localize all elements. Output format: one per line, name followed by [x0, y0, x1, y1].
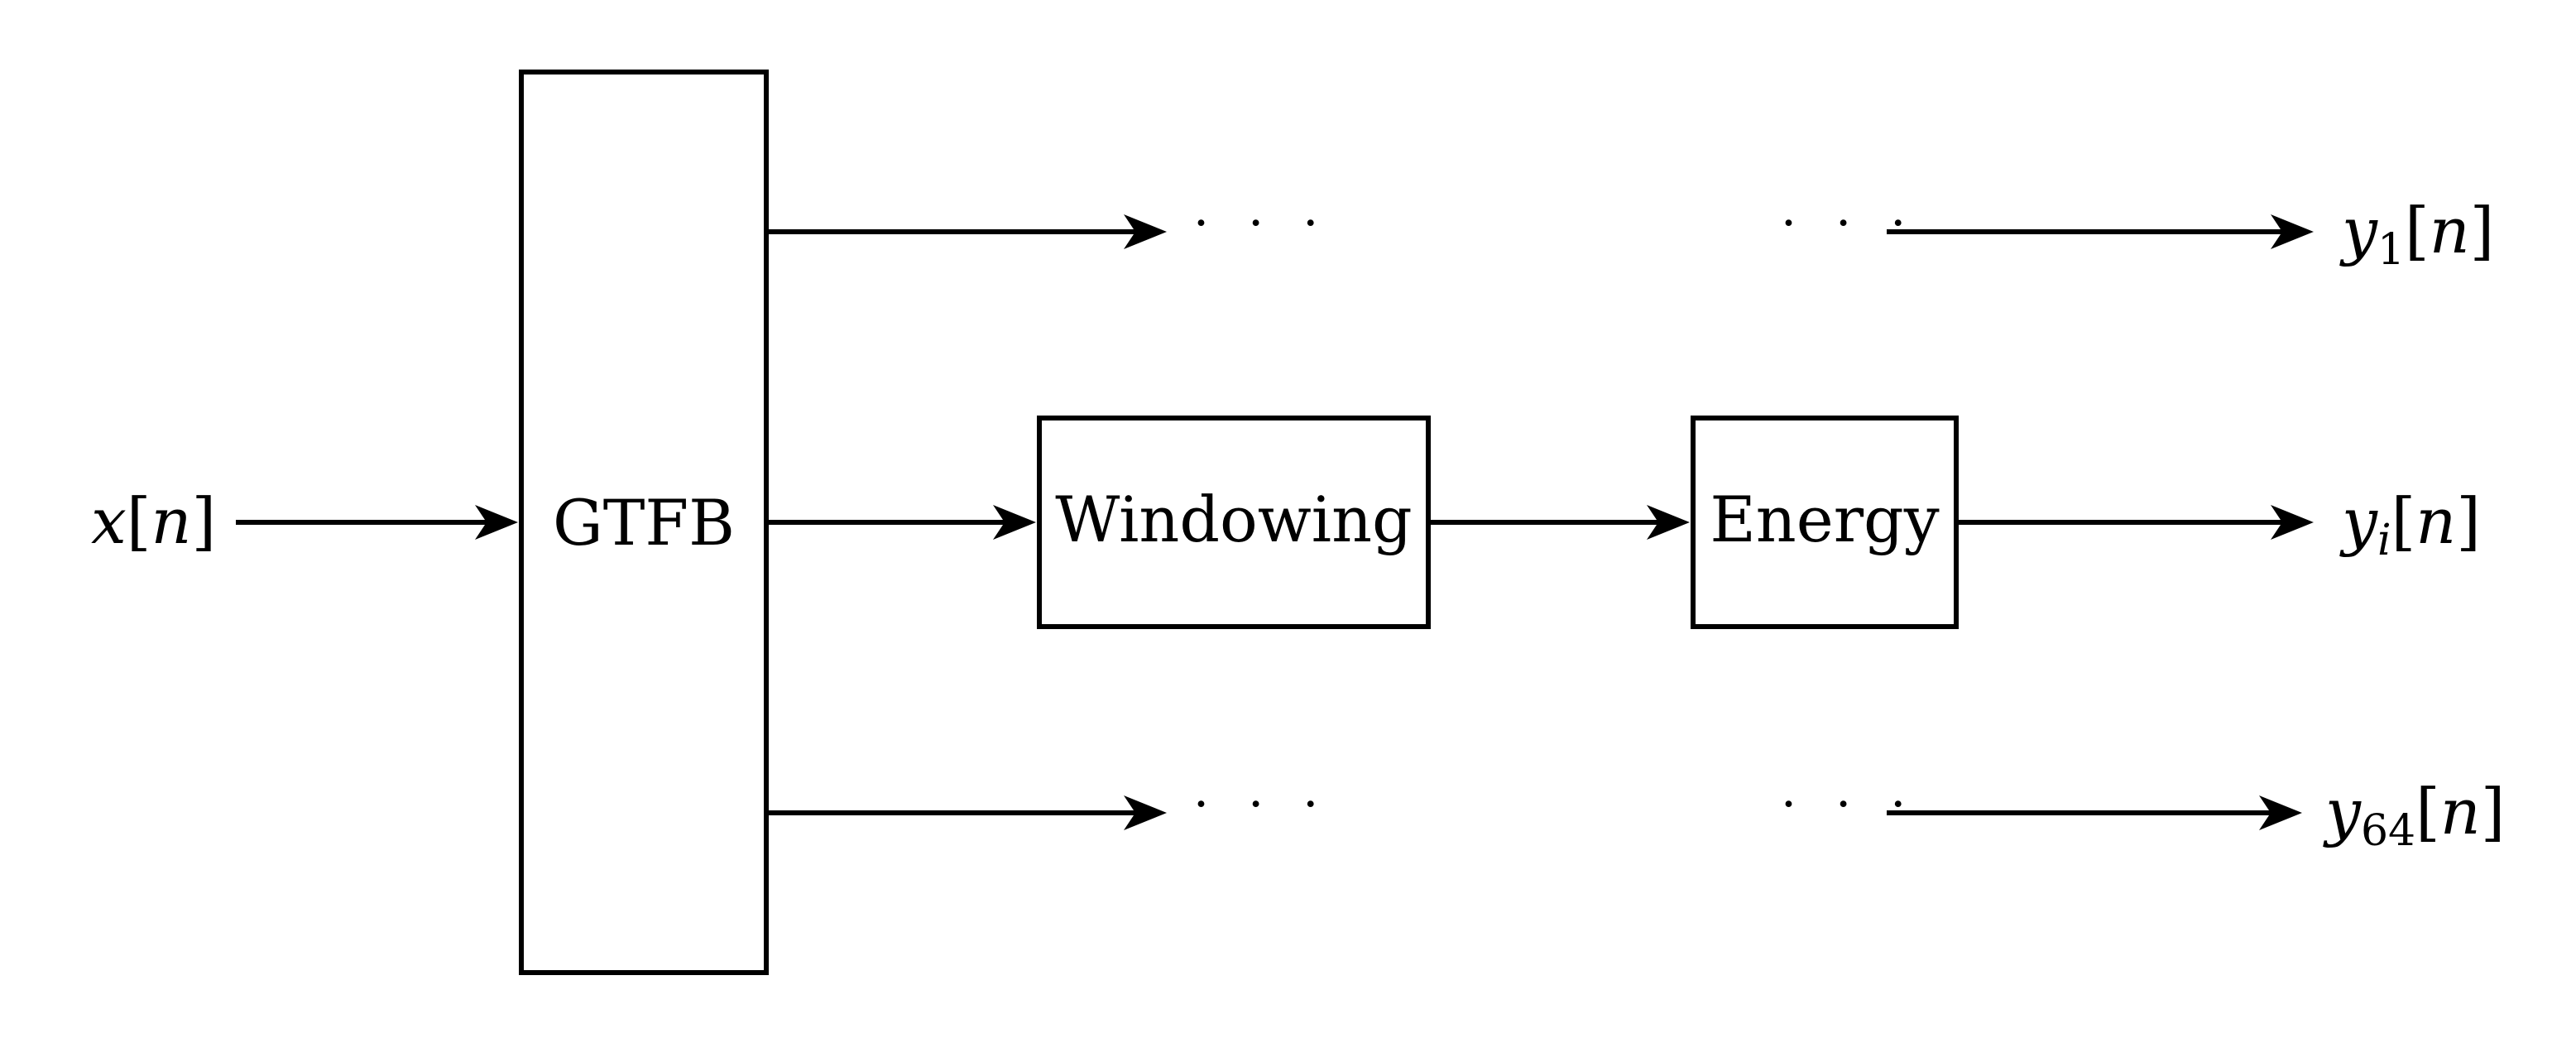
output-64-var: y — [2323, 775, 2362, 848]
bottom-output-arrowhead — [2259, 795, 2302, 830]
top-branch-arrowhead — [1124, 214, 1167, 249]
gtfb-block — [519, 70, 769, 975]
gtfb-label: GTFB — [553, 486, 735, 560]
output-i-open-bracket: [ — [2391, 484, 2416, 558]
output-1-sub: 1 — [2377, 225, 2405, 275]
output-i-close-bracket: ] — [2456, 484, 2481, 558]
output-64-open-bracket: [ — [2415, 775, 2440, 848]
output-1-close-bracket: ] — [2470, 194, 2495, 267]
output-label-y64: y64[n] — [2323, 775, 2505, 856]
input-signal-label: x[n] — [91, 484, 216, 558]
output-label-y1: y1[n] — [2339, 194, 2494, 275]
bottom-ellipsis-left: · · · — [1193, 776, 1330, 834]
output-label-yi: yi[n] — [2339, 484, 2481, 565]
windowing-label: Windowing — [1055, 483, 1412, 556]
output-i-sub: i — [2377, 516, 2391, 565]
energy-output-arrowhead — [2271, 505, 2314, 540]
energy-label: Energy — [1710, 483, 1939, 556]
bottom-ellipsis-right: · · · — [1781, 776, 1917, 834]
input-index: n — [151, 484, 192, 558]
input-arrowhead — [475, 505, 518, 540]
windowing-to-energy-arrowhead — [1647, 505, 1690, 540]
output-64-index: n — [2440, 775, 2481, 848]
top-ellipsis-right: · · · — [1781, 195, 1917, 252]
energy-block — [1691, 416, 1959, 629]
input-var: x — [91, 484, 127, 558]
output-1-var: y — [2339, 194, 2378, 267]
output-i-var: y — [2339, 484, 2378, 558]
output-64-close-bracket: ] — [2481, 775, 2506, 848]
output-1-index: n — [2430, 194, 2470, 267]
input-close-bracket: ] — [191, 484, 216, 558]
output-1-open-bracket: [ — [2405, 194, 2430, 267]
bottom-branch-arrowhead — [1124, 795, 1167, 830]
gtfb-to-windowing-arrowhead — [993, 505, 1036, 540]
input-open-bracket: [ — [127, 484, 151, 558]
top-ellipsis-left: · · · — [1193, 195, 1330, 252]
top-output-arrowhead — [2271, 214, 2314, 249]
output-64-sub: 64 — [2361, 806, 2415, 856]
output-i-index: n — [2415, 484, 2456, 558]
windowing-block — [1037, 416, 1431, 629]
